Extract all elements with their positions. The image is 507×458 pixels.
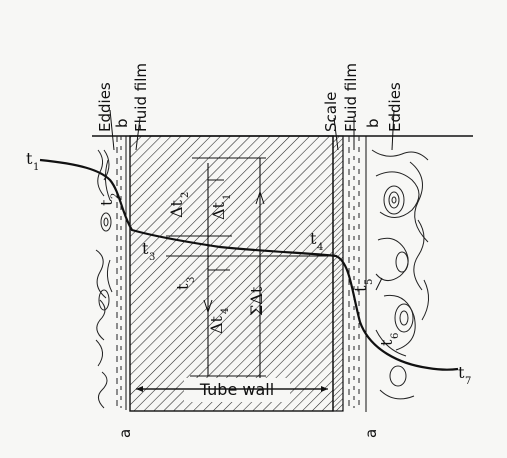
svg-text:5: 5 <box>364 279 375 285</box>
fluid-film-left-label: Fluid film <box>132 63 150 132</box>
dt4-label: Δt 4 <box>207 308 231 334</box>
t6-label: t 6 <box>377 333 401 346</box>
eddies-left-label: Eddies <box>96 82 114 132</box>
svg-text:2: 2 <box>110 193 121 199</box>
t7-label: t 7 <box>458 363 471 387</box>
right-eddies-region <box>371 149 429 400</box>
left-fluid-film <box>116 136 122 408</box>
svg-text:7: 7 <box>465 376 471 387</box>
sdt-arrow <box>255 190 265 205</box>
t3-label-vertical: t 3 <box>173 277 197 290</box>
dt2-label: Δt 2 <box>167 192 191 218</box>
svg-text:Δt: Δt <box>209 201 228 220</box>
svg-text:1: 1 <box>222 194 233 200</box>
svg-text:ΣΔt: ΣΔt <box>247 286 266 316</box>
svg-text:t: t <box>458 363 465 382</box>
scale-label: Scale <box>322 92 340 132</box>
t5-label: t 5 <box>351 279 375 292</box>
t5-leader <box>375 277 383 291</box>
svg-text:t: t <box>351 285 370 292</box>
right-fluid-film <box>348 136 360 408</box>
b-left-label: b <box>113 118 131 128</box>
eddies-right-leader <box>391 109 395 151</box>
svg-text:t: t <box>97 199 116 206</box>
svg-text:3: 3 <box>186 277 197 283</box>
eddies-right-label: Eddies <box>386 82 404 132</box>
svg-text:Δt: Δt <box>207 315 226 334</box>
dt1-label: Δt 1 <box>209 194 233 220</box>
svg-text:4: 4 <box>317 242 323 253</box>
svg-text:2: 2 <box>180 192 191 198</box>
fluid-film-left-leader <box>135 117 141 151</box>
scale-leader <box>333 117 339 151</box>
svg-text:t: t <box>173 283 192 290</box>
svg-text:1: 1 <box>33 162 39 173</box>
t3-label-horizontal: t 3 <box>142 239 155 263</box>
svg-text:t: t <box>26 149 33 168</box>
tube-wall <box>129 135 334 412</box>
svg-text:Δt: Δt <box>167 199 186 218</box>
svg-text:4: 4 <box>220 308 231 314</box>
svg-text:6: 6 <box>390 333 401 339</box>
temperature-profile-curve <box>39 158 459 371</box>
left-eddies-region <box>95 149 113 409</box>
sdt-label: ΣΔt <box>247 286 266 316</box>
a-right-label: a <box>362 429 380 438</box>
svg-text:t: t <box>377 339 396 346</box>
svg-text:3: 3 <box>149 252 155 263</box>
t1-label: t 1 <box>26 149 39 173</box>
eddies-left-leader <box>109 109 115 151</box>
t2-label: t 2 <box>97 193 121 206</box>
t4-label: t 4 <box>310 229 323 253</box>
b-right-label: b <box>364 118 382 128</box>
tube-wall-label-bg <box>184 378 290 402</box>
tube-wall-label: Tube wall <box>199 380 274 399</box>
scale-layer <box>332 135 344 412</box>
dt4-arrow <box>203 299 213 314</box>
a-left-label: a <box>116 429 134 438</box>
svg-text:t: t <box>142 239 149 258</box>
svg-text:t: t <box>310 229 317 248</box>
fluid-film-right-label: Fluid film <box>342 63 360 132</box>
